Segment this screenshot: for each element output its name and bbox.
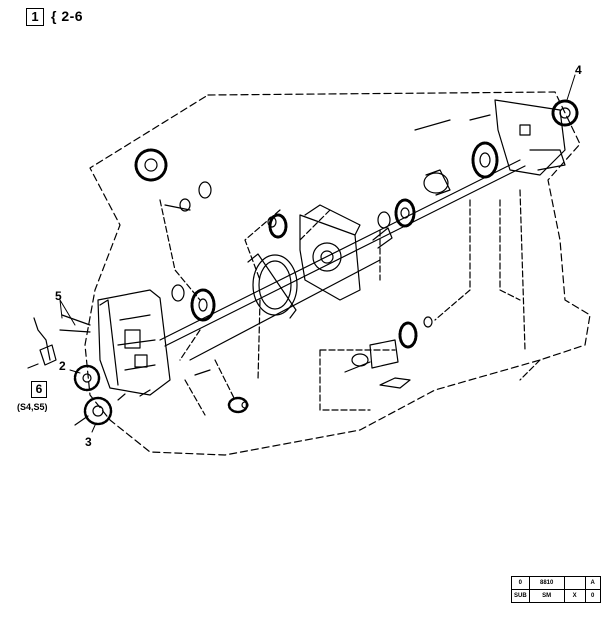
ring-gear	[247, 253, 298, 319]
callout-3: 3	[85, 435, 92, 449]
gear-center-left	[190, 288, 216, 322]
gear-bottom-center	[227, 396, 249, 414]
callout-5: 5	[55, 289, 62, 303]
left-side-plate	[97, 289, 171, 396]
title-cell: 0	[511, 576, 530, 590]
gear-callout-2	[73, 364, 101, 392]
title-cell: 0	[584, 589, 601, 603]
title-cell: SM	[528, 589, 565, 603]
callout-6-box: 6	[31, 381, 47, 398]
title-cell: A	[584, 576, 601, 590]
title-cell	[563, 576, 586, 590]
gear-callout-3	[74, 396, 113, 426]
title-cell: 8810	[528, 576, 565, 590]
title-cell: SUB	[511, 589, 530, 603]
figure-reference: { 2-6	[51, 8, 84, 24]
gear-lower-right	[398, 321, 418, 349]
main-shaft	[159, 159, 526, 361]
callout-2: 2	[59, 359, 66, 373]
callout-4: 4	[575, 63, 582, 77]
callout-6-subtext: (S4,S5)	[17, 402, 48, 412]
callout-leaders	[59, 74, 576, 433]
gear-mid	[394, 198, 416, 228]
gear-top-left	[134, 148, 168, 182]
gear-right-large	[471, 141, 499, 179]
title-block: 0 8810 A SUB SM X 0	[511, 576, 601, 603]
right-bracket	[494, 99, 566, 176]
title-cell: X	[563, 589, 586, 603]
center-chassis-plate	[299, 204, 361, 301]
gear-callout-4	[551, 99, 579, 127]
lead-lines	[159, 189, 541, 416]
figure-number-box: 1	[26, 8, 44, 26]
assembly-boundary	[84, 91, 591, 456]
gear-upper-center	[268, 213, 288, 239]
small-parts	[27, 114, 491, 409]
